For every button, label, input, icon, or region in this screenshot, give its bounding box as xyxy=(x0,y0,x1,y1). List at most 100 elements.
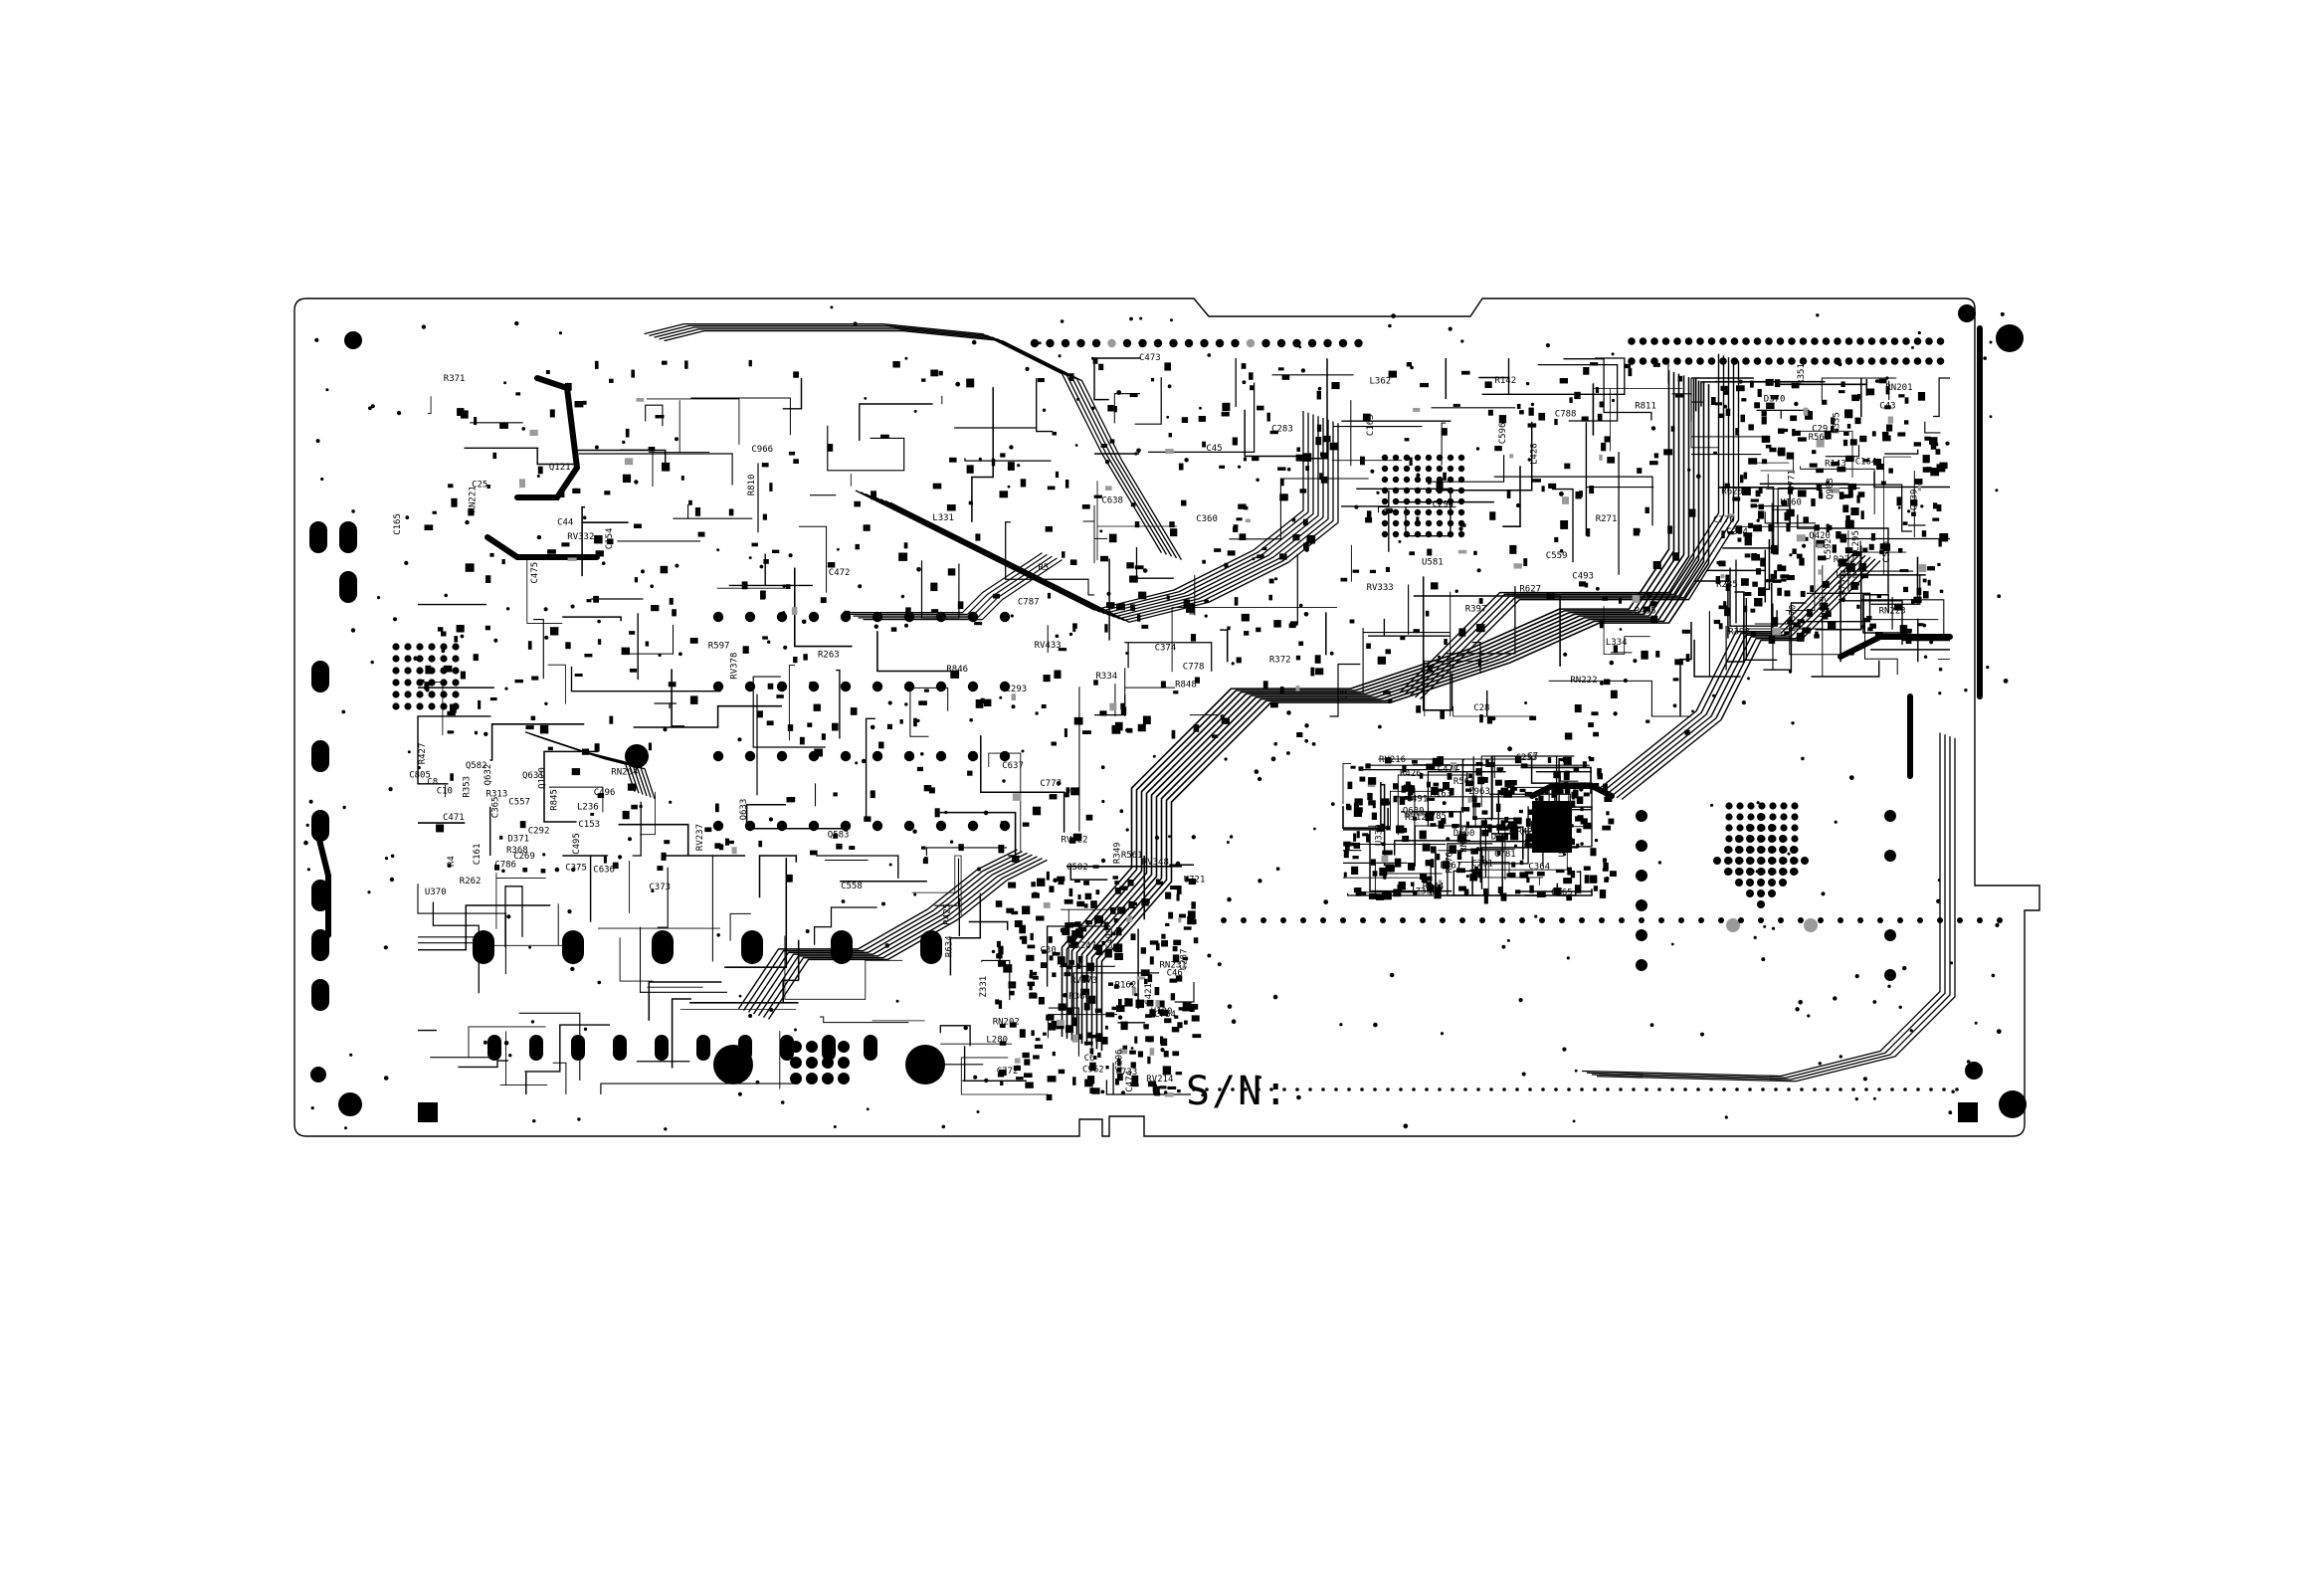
smd-pad xyxy=(1252,457,1259,462)
smd-pad xyxy=(1737,537,1742,542)
via xyxy=(1438,1087,1442,1091)
via xyxy=(1849,651,1854,656)
signal-trace xyxy=(925,847,1007,856)
smd-pad xyxy=(1831,417,1836,425)
smd-pad xyxy=(1826,523,1830,532)
smd-pad xyxy=(1024,1073,1033,1078)
smd-pad xyxy=(1842,439,1848,447)
signal-trace xyxy=(960,1057,1049,1095)
smd-pad xyxy=(1381,842,1386,847)
smd-pad xyxy=(1095,949,1103,955)
smd-pad xyxy=(1279,687,1284,694)
harness-trace xyxy=(1085,378,1695,1046)
component-label: C364 xyxy=(1528,863,1550,873)
smd-pad xyxy=(1787,620,1794,625)
header-pad xyxy=(1799,337,1808,345)
smd-pad xyxy=(1305,466,1309,471)
via xyxy=(1678,917,1684,923)
via xyxy=(390,854,395,859)
via xyxy=(1818,1062,1823,1066)
smd-pad xyxy=(1372,800,1376,809)
smd-pad xyxy=(1427,797,1436,801)
via xyxy=(904,623,908,628)
signal-trace xyxy=(499,1031,548,1086)
smd-pad xyxy=(1405,796,1410,800)
via xyxy=(1231,1087,1235,1091)
smd-pad xyxy=(1539,821,1547,826)
bga-pad xyxy=(1747,802,1755,810)
smd-pad xyxy=(1797,437,1807,442)
component-label: Z332 xyxy=(1416,886,1438,896)
smd-pad xyxy=(1670,426,1675,432)
smd-pad xyxy=(1045,525,1053,532)
via xyxy=(1645,1087,1648,1091)
smd-pad xyxy=(1430,823,1437,827)
via xyxy=(583,1027,588,1032)
via xyxy=(1747,677,1750,681)
signal-trace xyxy=(1924,421,1941,434)
smd-pad xyxy=(1849,439,1857,446)
smd-pad xyxy=(758,840,763,848)
smd-pad xyxy=(574,401,584,408)
via xyxy=(1438,655,1441,659)
bga-pad xyxy=(1447,530,1454,538)
smd-pad xyxy=(1496,767,1504,771)
smd-pad xyxy=(1093,494,1102,498)
smd-pad xyxy=(515,392,521,396)
smd-pad xyxy=(1590,848,1597,857)
smd-pad xyxy=(1137,723,1146,732)
through-hole-pad xyxy=(776,820,788,832)
via xyxy=(1798,1000,1803,1005)
smd-pad xyxy=(1282,553,1287,560)
smd-pad xyxy=(1303,453,1312,462)
signal-trace xyxy=(962,1046,1027,1082)
signal-trace xyxy=(1576,871,1582,888)
smd-pad xyxy=(1083,1002,1090,1011)
smd-pad xyxy=(1780,574,1790,579)
via xyxy=(1783,826,1787,830)
component-pads xyxy=(303,305,2009,1131)
smd-pad xyxy=(441,631,447,637)
smd-pad xyxy=(827,562,836,568)
through-hole-pad xyxy=(872,681,883,692)
smd-pad xyxy=(1227,626,1231,631)
signal-trace xyxy=(1706,549,1767,603)
harness-trace xyxy=(1065,371,1675,1039)
smd-pad xyxy=(1154,1091,1161,1096)
bga-pad xyxy=(404,690,412,698)
smd-pad xyxy=(1465,788,1471,792)
bga-pad xyxy=(392,655,400,663)
smd-pad xyxy=(1917,484,1921,492)
via xyxy=(1134,452,1138,456)
smd-pad xyxy=(1424,876,1433,882)
smd-pad xyxy=(1110,931,1116,936)
smd-pad xyxy=(1761,435,1771,443)
smd-pad xyxy=(594,743,600,752)
component-label: C43 xyxy=(1879,401,1895,411)
via xyxy=(1463,1087,1467,1091)
smd-pad xyxy=(1740,475,1744,484)
smd-pad xyxy=(1182,956,1189,961)
smd-pad xyxy=(1396,825,1405,834)
smd-pad xyxy=(1652,362,1660,367)
via xyxy=(1479,917,1485,923)
signal-trace xyxy=(1174,982,1195,1003)
smd-pad xyxy=(1405,781,1411,787)
smd-pad xyxy=(1555,788,1564,794)
smd-pad xyxy=(1894,603,1903,611)
smd-pad xyxy=(1602,868,1609,872)
signal-trace xyxy=(648,400,710,454)
smd-pad xyxy=(1774,379,1781,388)
via xyxy=(628,837,632,842)
smd-pad xyxy=(1873,459,1881,466)
via xyxy=(1911,345,1914,349)
via xyxy=(1009,445,1014,450)
via xyxy=(1160,1048,1165,1053)
via xyxy=(1269,1087,1273,1091)
oval-pad xyxy=(529,1035,543,1061)
harness-trace xyxy=(855,411,1304,611)
smd-pad xyxy=(1080,974,1089,982)
via xyxy=(888,863,892,867)
smd-pad xyxy=(1426,763,1436,770)
smd-pad xyxy=(1170,528,1178,537)
